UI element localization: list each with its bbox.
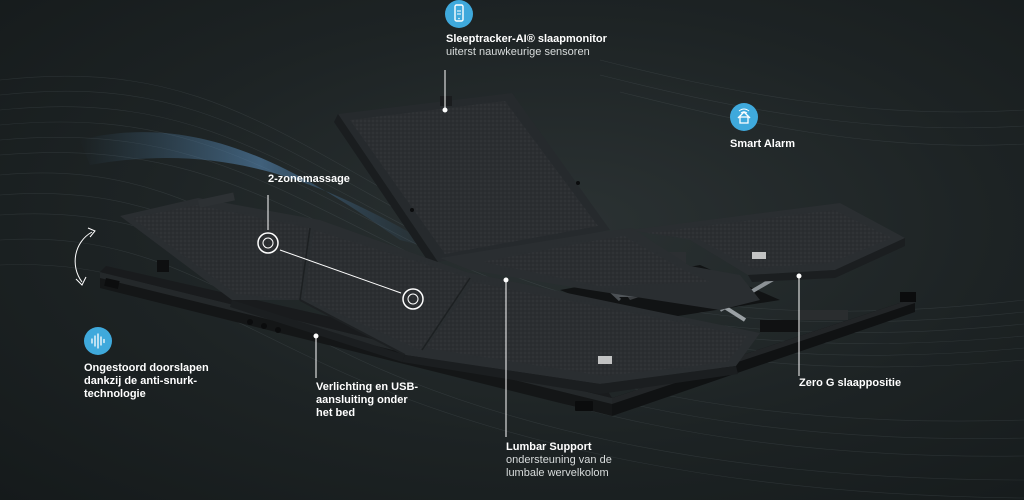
- sleeptracker-subtitle: uiterst nauwkeurige sensoren: [446, 46, 590, 58]
- massage-title: 2-zonemassage: [268, 173, 350, 185]
- zero-g-title: Zero G slaappositie: [799, 377, 902, 389]
- lumbar-line-1: ondersteuning van de: [506, 454, 612, 466]
- smart-alarm-title: Smart Alarm: [730, 138, 796, 150]
- lumbar-support-callout: Lumbar Support ondersteuning van de lumb…: [506, 441, 612, 480]
- sleeptracker-callout: Sleeptracker-AI® slaapmonitor uiterst na…: [446, 33, 607, 59]
- sleeptracker-title: Sleeptracker-AI® slaapmonitor: [446, 33, 607, 45]
- usb-lighting-callout: Verlichting en USB- aansluiting onder he…: [316, 381, 418, 420]
- lumbar-title: Lumbar Support: [506, 441, 592, 453]
- sound-wave-icon: [84, 327, 112, 355]
- anti-snore-line-3: technologie: [84, 388, 146, 400]
- callout-leader-lines: [313, 70, 802, 437]
- anti-snore-line-1: Ongestoord doorslapen: [84, 362, 209, 374]
- massage-callout: 2-zonemassage: [268, 173, 350, 186]
- zero-g-callout: Zero G slaappositie: [799, 377, 901, 390]
- usb-line-2: aansluiting onder: [316, 394, 408, 406]
- bed-head-section: [334, 93, 610, 270]
- alarm-house-icon: [730, 103, 758, 131]
- anti-snore-line-2: dankzij de anti-snurk-: [84, 375, 198, 387]
- massage-zone-indicators: [257, 195, 424, 310]
- smart-alarm-callout: Smart Alarm: [730, 138, 795, 151]
- usb-line-3: het bed: [316, 407, 356, 419]
- phone-app-icon: [445, 0, 473, 28]
- tilt-rotation-arrow-icon: [74, 227, 96, 286]
- bed-second-mattress: [440, 203, 905, 310]
- anti-snore-callout: Ongestoord doorslapen dankzij de anti-sn…: [84, 362, 209, 401]
- lumbar-line-2: lumbale wervelkolom: [506, 467, 609, 479]
- blue-light-streak: [80, 132, 440, 250]
- usb-line-1: Verlichting en USB-: [316, 381, 419, 393]
